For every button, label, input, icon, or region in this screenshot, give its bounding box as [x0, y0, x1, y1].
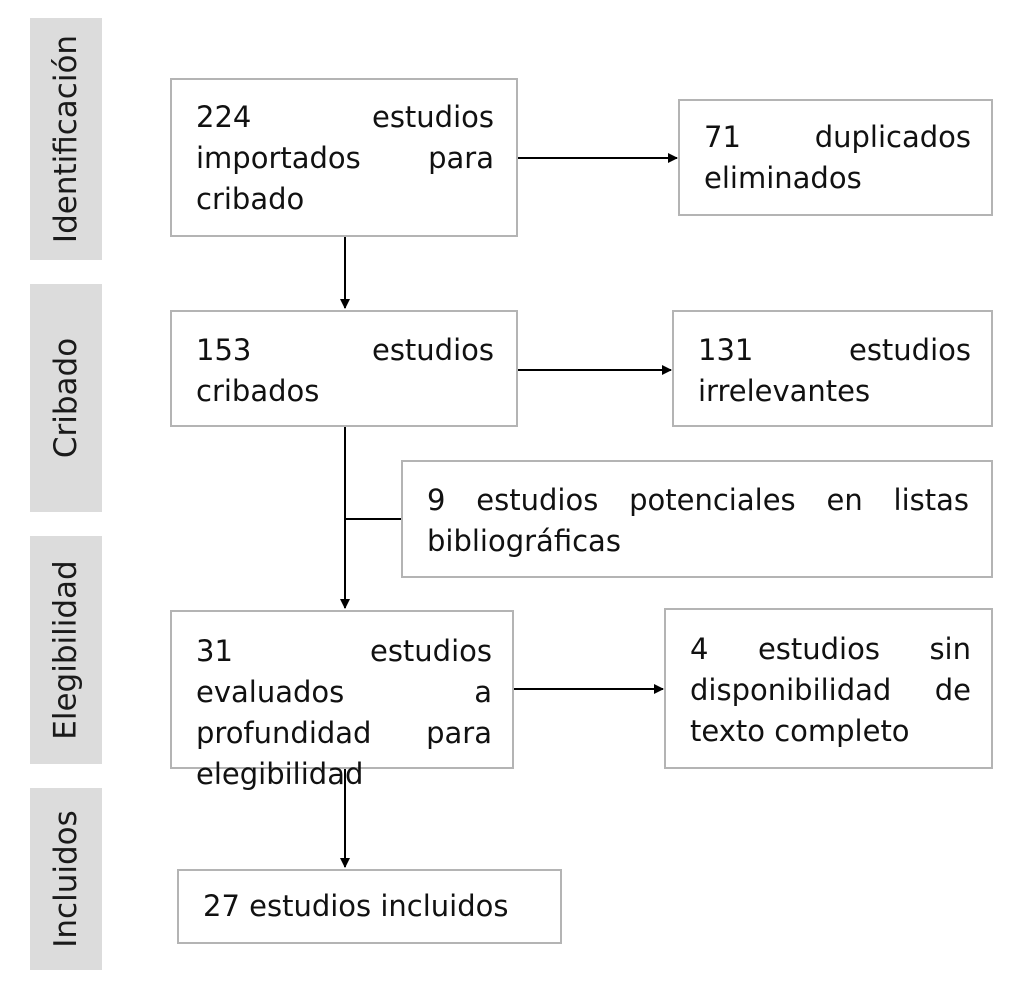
- stage-elegibilidad: Elegibilidad: [30, 536, 102, 764]
- stage-identificacion: Identificación: [30, 18, 102, 260]
- box-cribados: 153 estudios cribados: [170, 310, 518, 427]
- box-duplicados: 71 duplicados eliminados: [678, 99, 993, 216]
- box-importados: 224 estudios importados para cribado: [170, 78, 518, 237]
- box-irrelevantes: 131 estudios irrelevantes: [672, 310, 993, 427]
- box-evaluados: 31 estudios evaluados a profundidad para…: [170, 610, 514, 791]
- box-incluidos: 27 estudios incluidos: [177, 869, 562, 944]
- stage-incluidos: Incluidos: [30, 788, 102, 970]
- stage-cribado: Cribado: [30, 284, 102, 512]
- box-sin-texto: 4 estudios sin disponibilidad de texto c…: [664, 608, 993, 769]
- box-potenciales: 9 estudios potenciales en listas bibliog…: [401, 460, 993, 578]
